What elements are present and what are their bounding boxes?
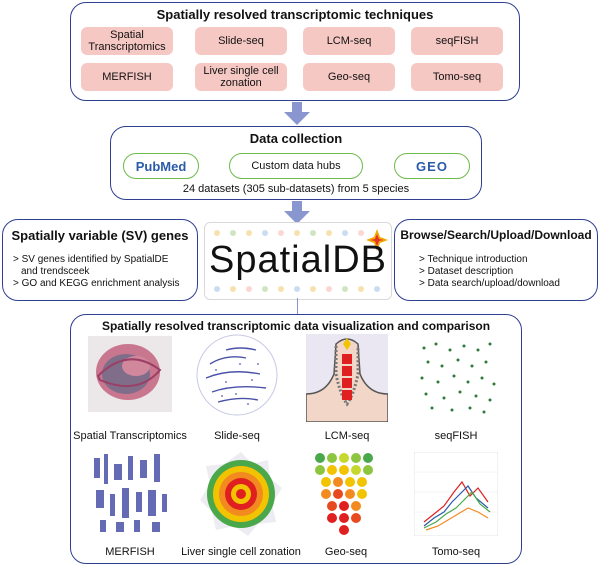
spatialdb-wordmark: SpatialDB xyxy=(209,239,387,281)
sv-genes-title: Spatially variable (SV) genes xyxy=(11,228,189,243)
spatial-transcriptomics-image xyxy=(88,336,172,412)
collection-summary: 24 datasets (305 sub-datasets) from 5 sp… xyxy=(182,183,410,195)
sv-genes-bullets: > SV genes identified by SpatialDE and t… xyxy=(13,254,179,290)
sv-bullet: and trendsceek xyxy=(21,266,90,277)
sv-bullet: > SV genes identified by SpatialDE xyxy=(13,254,169,265)
visualization-title: Spatially resolved transcriptomic data v… xyxy=(101,319,491,333)
chip-spatial-transcriptomics: Spatial Transcriptomics xyxy=(81,27,173,55)
geo-logo: GEO xyxy=(394,153,470,179)
tomo-seq-image xyxy=(414,452,498,536)
pubmed-logo: PubMed xyxy=(123,153,199,179)
caption-merfish: MERFISH xyxy=(105,546,155,558)
browse-bullet: > Data search/upload/download xyxy=(419,278,560,289)
caption-geo-seq: Geo-seq xyxy=(324,546,368,558)
caption-spatial-transcriptomics: Spatial Transcriptomics xyxy=(73,430,187,442)
merfish-image xyxy=(88,450,172,536)
chip-merfish: MERFISH xyxy=(81,63,173,91)
techniques-title: Spatially resolved transcriptomic techni… xyxy=(156,7,434,22)
caption-liver-zonation: Liver single cell zonation xyxy=(181,546,301,558)
chip-liver-zonation: Liver single cell zonation xyxy=(195,63,287,91)
browse-bullets: > Technique introduction > Dataset descr… xyxy=(419,254,560,290)
chip-geo-seq: Geo-seq xyxy=(303,63,395,91)
chip-seqfish: seqFISH xyxy=(411,27,503,55)
chip-tomo-seq: Tomo-seq xyxy=(411,63,503,91)
techniques-panel: Spatially resolved transcriptomic techni… xyxy=(70,2,520,101)
browse-bullet: > Dataset description xyxy=(419,266,514,277)
spatialdb-logo: SpatialDB xyxy=(204,222,392,300)
caption-tomo-seq: Tomo-seq xyxy=(431,546,481,558)
custom-data-hubs: Custom data hubs xyxy=(229,153,363,179)
data-collection-panel: Data collection PubMed Custom data hubs … xyxy=(110,126,482,200)
browse-panel: Browse/Search/Upload/Download > Techniqu… xyxy=(394,219,598,301)
sv-bullet: > GO and KEGG enrichment analysis xyxy=(13,278,180,289)
liver-zonation-image xyxy=(200,452,282,536)
seqfish-image xyxy=(414,336,498,416)
geo-label: GEO xyxy=(416,158,448,174)
geo-seq-image xyxy=(315,453,373,535)
arrow-down-icon xyxy=(284,102,310,125)
data-collection-title: Data collection xyxy=(249,131,343,146)
lcm-seq-image xyxy=(306,334,388,422)
sv-genes-panel: Spatially variable (SV) genes > SV genes… xyxy=(2,219,198,301)
pubmed-label: PubMed xyxy=(135,158,187,174)
connector-line xyxy=(297,298,298,316)
chip-lcm-seq: LCM-seq xyxy=(303,27,395,55)
slide-seq-image xyxy=(196,334,278,416)
caption-slide-seq: Slide-seq xyxy=(214,430,260,442)
browse-bullet: > Technique introduction xyxy=(419,254,528,265)
arrow-down-icon xyxy=(284,201,310,224)
caption-seqfish: seqFISH xyxy=(434,430,478,442)
browse-title: Browse/Search/Upload/Download xyxy=(400,228,592,242)
chip-slide-seq: Slide-seq xyxy=(195,27,287,55)
logo-dots-icon xyxy=(214,229,388,292)
caption-lcm-seq: LCM-seq xyxy=(324,430,370,442)
